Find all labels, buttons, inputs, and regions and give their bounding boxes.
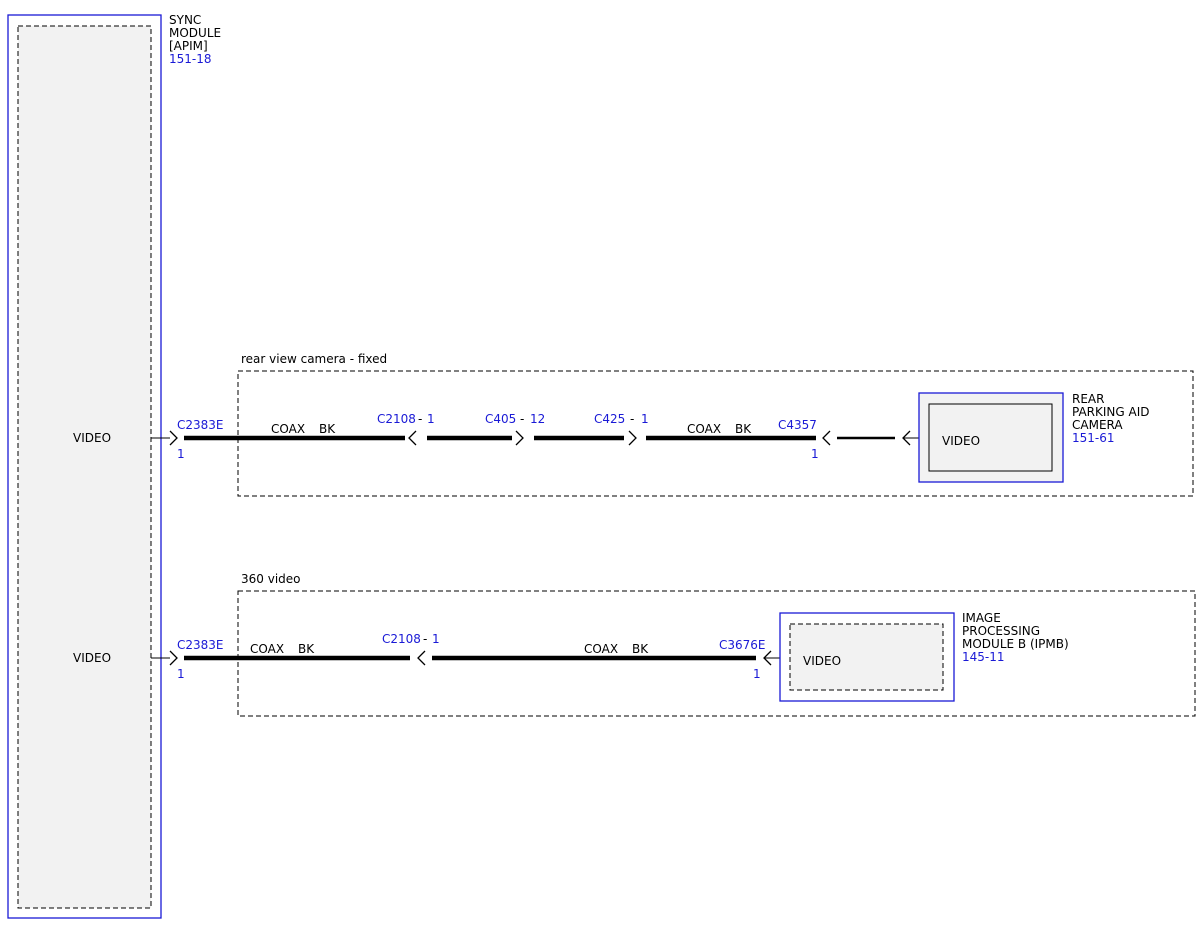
circuit-1-c2108-symbol (408, 430, 417, 446)
rear-camera-pin-label: VIDEO (942, 434, 980, 448)
circuit-2-group-box (237, 590, 1196, 717)
circuit-2-group-label: 360 video (241, 572, 301, 586)
circuit-2-module-pin: 1 (177, 667, 185, 681)
ipmb-page-ref[interactable]: 145-11 (962, 650, 1005, 664)
circuit-2-device-connector[interactable]: C3676E (719, 638, 766, 652)
circuit-1-segment-2-color: BK (735, 422, 752, 436)
sync-module-page-ref[interactable]: 151-18 (169, 52, 212, 66)
circuit-1-device-connector-symbol (822, 430, 831, 446)
circuit-1-inline-connector-2-dash: - (520, 412, 524, 426)
circuit-1-module-connector[interactable]: C2383E (177, 418, 224, 432)
sync-module-name-line-3: [APIM] (169, 39, 208, 53)
sync-module-inner (17, 25, 152, 909)
rear-camera-name-line-3: CAMERA (1072, 418, 1123, 432)
circuit-1-c405-symbol (515, 430, 524, 446)
ipmb-inner (789, 623, 944, 691)
circuit-2-segment-1-wire: COAX (250, 642, 284, 656)
circuit-2-inline-connector-1[interactable]: C2108 (382, 632, 421, 646)
rear-camera-page-ref[interactable]: 151-61 (1072, 431, 1115, 445)
circuit-2-module-connector[interactable]: C2383E (177, 638, 224, 652)
rear-camera-name-line-1: REAR (1072, 392, 1104, 406)
circuit-1-module-pin-label: VIDEO (73, 431, 111, 445)
ipmb-pin-label: VIDEO (803, 654, 841, 668)
sync-module-name-line-1: SYNC (169, 13, 201, 27)
circuit-1-module-connector-symbol (169, 430, 178, 446)
circuit-2-segment-2-color: BK (632, 642, 649, 656)
circuit-1-module-pin: 1 (177, 447, 185, 461)
circuit-1-inline-connector-1-pin: 1 (427, 412, 435, 426)
circuit-1-device-pin: 1 (811, 447, 819, 461)
circuit-1-inline-connector-2[interactable]: C405 (485, 412, 516, 426)
circuit-1-segment-1-color: BK (319, 422, 336, 436)
circuit-1-inline-connector-1[interactable]: C2108 (377, 412, 416, 426)
circuit-2-segment-1-color: BK (298, 642, 315, 656)
circuit-2-module-pin-label: VIDEO (73, 651, 111, 665)
circuit-1-c425-symbol (628, 430, 637, 446)
circuit-2-c2108-symbol (417, 650, 426, 666)
circuit-1-segment-1-wire: COAX (271, 422, 305, 436)
circuit-1-inline-connector-3-dash: - (630, 412, 634, 426)
circuit-1-inline-connector-2-pin: 12 (530, 412, 545, 426)
circuit-1-inline-connector-1-dash: - (418, 412, 422, 426)
circuit-1-inline-connector-3-pin: 1 (641, 412, 649, 426)
circuit-2-inline-connector-1-pin: 1 (432, 632, 440, 646)
ipmb-name-line-3: MODULE B (IPMB) (962, 637, 1069, 651)
circuit-2-module-connector-symbol (169, 650, 178, 666)
circuit-2-segment-2-wire: COAX (584, 642, 618, 656)
circuit-1-segment-2-wire: COAX (687, 422, 721, 436)
circuit-1-group-label: rear view camera - fixed (241, 352, 387, 366)
circuit-1-device-connector[interactable]: C4357 (778, 418, 817, 432)
ipmb-name-line-1: IMAGE (962, 611, 1001, 625)
circuit-1-inline-connector-3[interactable]: C425 (594, 412, 625, 426)
rear-camera-name-line-2: PARKING AID (1072, 405, 1150, 419)
circuit-1-group-box (237, 370, 1194, 497)
ipmb-name-line-2: PROCESSING (962, 624, 1040, 638)
circuit-2-inline-connector-1-dash: - (423, 632, 427, 646)
rear-camera-inner (928, 403, 1053, 472)
circuit-2-device-pin: 1 (753, 667, 761, 681)
sync-module-name-line-2: MODULE (169, 26, 221, 40)
